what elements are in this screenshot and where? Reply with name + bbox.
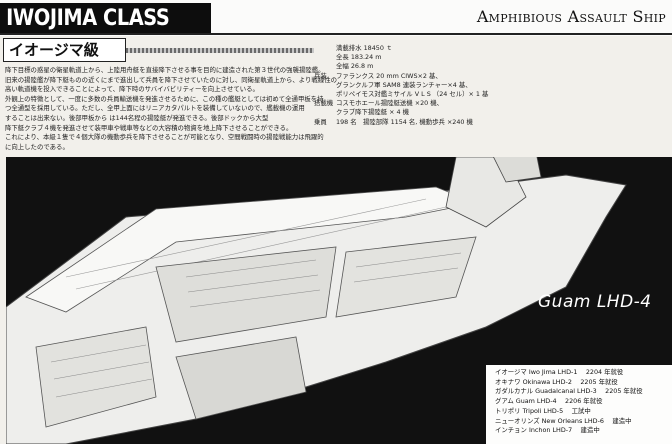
ships-in-class-list: イオージマ Iwo Jima LHD-1 2204 年就役 オキナワ Okina… <box>486 365 672 444</box>
spec-value: グランクルフ軍 SAM8 連装ランチャー×4 基、 <box>336 80 472 89</box>
header-rule <box>0 33 672 35</box>
spec-row: ポリペイモス対艦ミサイル V L S （24 セル）× 1 基 <box>314 90 514 99</box>
list-item: ニューオリンズ New Orleans LHD-6 建造中 <box>495 416 632 425</box>
heading-rule <box>126 48 314 53</box>
spec-value: 満載排水 18450 ｔ <box>336 44 393 52</box>
body-text: 降下目標の惑星の衛星軌道上から、上陸用舟艇を直接降下させる事を目的に建造された第… <box>5 66 337 152</box>
spec-label <box>314 53 336 62</box>
list-item: イオージマ Iwo Jima LHD-1 2204 年就役 <box>495 368 624 376</box>
spec-row: 全長 183.24 m <box>314 53 514 62</box>
spec-row: 全幅 26.8 m <box>314 62 514 71</box>
spec-value: 全幅 26.8 m <box>336 62 374 71</box>
body-line: 降下艇クラブ４機を発進させて装甲車や戦車等などの大容積の物資を地上降下させること… <box>5 123 293 132</box>
body-line: することは出来ない。後部甲板から は144名程の揚陸艇が発進できる。後部ドックか… <box>5 113 269 122</box>
ship-illustration: Guam LHD-4 <box>6 157 672 444</box>
spec-row: 兵装ファランクス 20 mm CIWS×2 基、 <box>314 72 514 81</box>
spec-row: クラブ降下揚陸艇 × 4 機 <box>314 108 514 117</box>
spec-value: ファランクス 20 mm CIWS×2 基、 <box>336 71 442 80</box>
spec-label: 兵装 <box>314 71 327 80</box>
spec-label <box>314 90 336 99</box>
spec-label <box>314 108 336 117</box>
spec-value: 198 名 揚陸部隊 1154 名, 機動歩兵 ×240 機 <box>336 117 473 126</box>
class-title-banner: IWOJIMA CLASS <box>0 3 211 34</box>
spec-row: 満載排水 18450 ｔ <box>314 44 514 53</box>
spec-row: 乗員 198 名 揚陸部隊 1154 名, 機動歩兵 ×240 機 <box>314 118 514 127</box>
spec-label <box>314 62 336 71</box>
body-line: 外観上の特徴として、一度に多数の兵員輸送機を発進させるために、この種の艦艇として… <box>5 94 324 103</box>
body-line: これにより、本級１隻で４個大隊の機動歩兵を降下させることが可能となり、空間戦闘時… <box>5 133 324 142</box>
spec-value: コスモホエール揚陸艇送機 ×20 機、 <box>336 99 444 108</box>
list-item: トリポリ Tripoli LHD-5 工試中 <box>495 406 591 415</box>
body-line: つ全通型を採用している。ただし、全甲上面にはリニアカタパルトを装備していないので… <box>5 104 305 113</box>
ship-name-label: Guam LHD-4 <box>538 292 652 312</box>
spec-row: グランクルフ軍 SAM8 連装ランチャー×4 基、 <box>314 81 514 90</box>
spec-value: クラブ降下揚陸艇 × 4 機 <box>336 108 410 117</box>
spec-label: 乗員 <box>314 117 327 126</box>
list-item: ガダルカナル Guadalcanal LHD-3 2205 年就役 <box>495 387 643 396</box>
ship-drawing <box>6 157 627 444</box>
spec-label: 搭載機 <box>314 99 334 108</box>
body-line: 降下目標の惑星の衛星軌道上から、上陸用舟艇を直接降下させる事を目的に建造された第… <box>5 66 325 74</box>
section-heading: イオージマ級 <box>3 38 126 62</box>
spec-table: 満載排水 18450 ｔ 全長 183.24 m 全幅 26.8 m 兵装ファラ… <box>314 44 514 127</box>
page-subtitle: Amphibious Assault Ship <box>476 7 666 26</box>
class-title: IWOJIMA CLASS <box>6 6 170 31</box>
spec-label <box>314 44 336 53</box>
spec-value: 全長 183.24 m <box>336 53 382 62</box>
body-line: 高い軌道機を投入できることによって、降下時のサバイバビリティーを向上させている。 <box>5 85 259 94</box>
list-item: グアム Guam LHD-4 2206 年就役 <box>495 397 603 406</box>
spec-label <box>314 81 336 90</box>
spec-row: 搭載機コスモホエール揚陸艇送機 ×20 機、 <box>314 99 514 108</box>
spec-value: ポリペイモス対艦ミサイル V L S （24 セル）× 1 基 <box>336 90 489 99</box>
body-line: に向上したのである。 <box>5 142 69 151</box>
page-header: IWOJIMA CLASS Amphibious Assault Ship <box>0 0 672 36</box>
list-item: インチョン Inchon LHD-7 建造中 <box>495 426 600 435</box>
list-item: オキナワ Okinawa LHD-2 2205 年就役 <box>495 377 618 386</box>
body-line: 旧来の揚陸艦が降下艇ものの近くにまで進出して兵員を降下させていたのに対し、同衛星… <box>5 75 337 84</box>
